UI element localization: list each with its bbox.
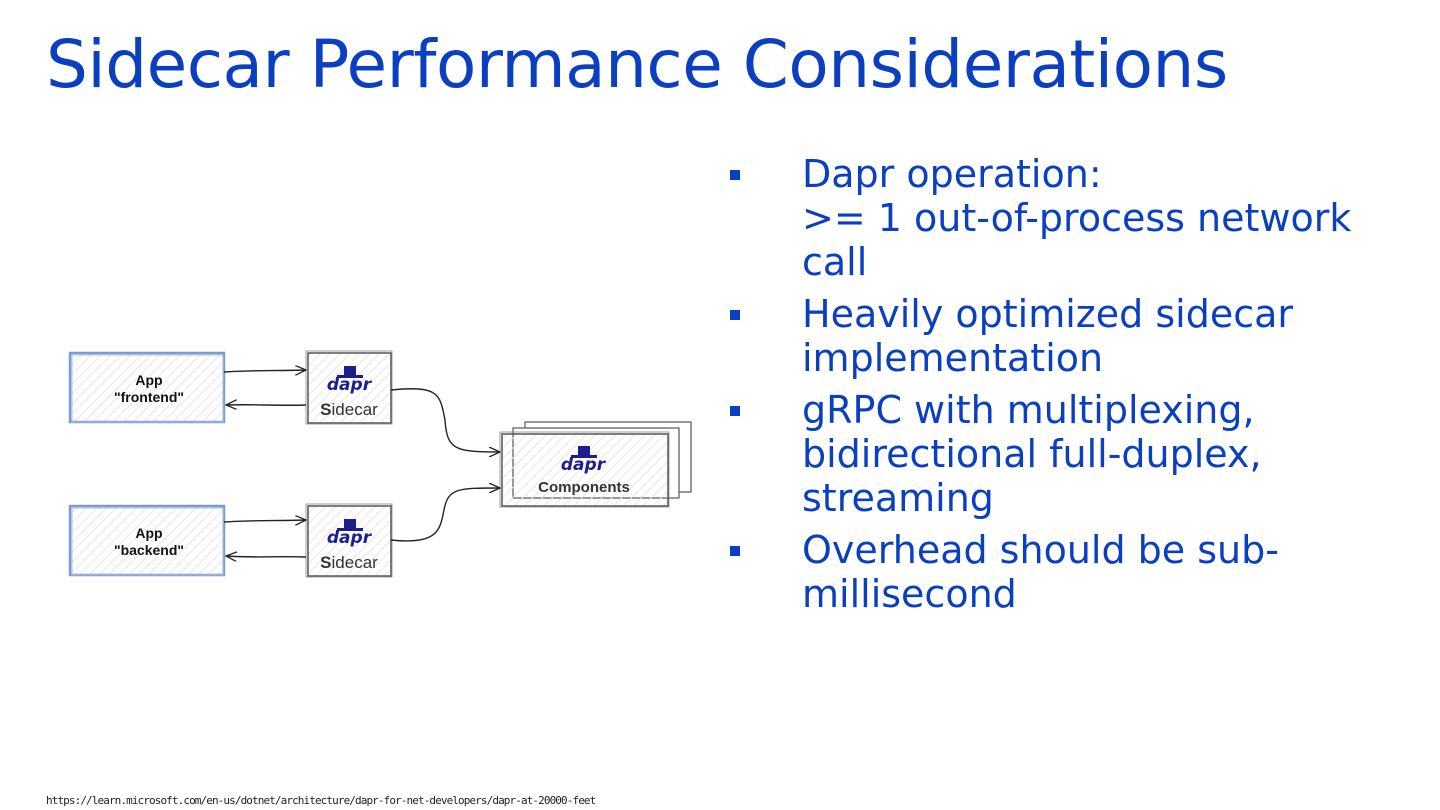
slide-title: Sidecar Performance Considerations [46,26,1228,103]
sidecar-frontend-box: dapr Sidecar [305,350,393,425]
bullet-square-icon [730,310,740,320]
architecture-diagram: App "frontend" App "backend" dapr Sideca… [68,350,692,578]
arrow-icon [223,370,306,372]
bullet-item: Dapr operation: >= 1 out-of-process netw… [730,152,1420,284]
bullet-text: implementation [802,336,1104,380]
app-frontend-name: "frontend" [114,389,184,405]
source-link[interactable]: https://learn.microsoft.com/en-us/dotnet… [46,794,596,807]
app-frontend-box: App "frontend" [68,351,226,424]
bullet-text: Dapr operation: [802,152,1102,196]
bullet-item: Heavily optimized sidecar implementation [730,292,1420,380]
svg-text:dapr: dapr [561,455,607,475]
dapr-logo-icon: dapr [561,446,607,475]
components-box: dapr Components [499,421,692,508]
dapr-logo-icon: dapr [327,366,373,395]
bullet-item: Overhead should be sub- millisecond [730,528,1420,616]
bullet-text: >= 1 out-of-process network [802,196,1352,240]
sidecar-frontend-label: Sidecar [320,400,378,419]
app-frontend-label: App [135,372,162,388]
arrow-icon [226,556,307,557]
arrows [223,370,500,557]
arrow-icon [390,488,500,542]
arrow-icon [226,405,307,406]
bullet-square-icon [730,546,740,556]
bullet-square-icon [730,170,740,180]
arrow-icon [223,520,306,522]
svg-text:dapr: dapr [327,528,373,548]
app-backend-label: App [135,525,162,541]
svg-text:dapr: dapr [327,375,373,395]
bullet-text: Overhead should be sub- [802,528,1279,572]
arrow-icon [390,388,500,452]
bullet-text: Heavily optimized sidecar [802,292,1293,336]
bullet-text: call [802,240,868,284]
bullet-text: millisecond [802,572,1017,616]
dapr-logo-icon: dapr [327,519,373,548]
bullet-text: bidirectional full-duplex, [802,432,1262,476]
bullet-text: streaming [802,476,994,520]
sidecar-backend-box: dapr Sidecar [305,503,393,578]
bullet-item: gRPC with multiplexing, bidirectional fu… [730,388,1420,520]
app-backend-name: "backend" [114,542,184,558]
bullet-text: gRPC with multiplexing, [802,388,1255,432]
sidecar-backend-label: Sidecar [320,553,378,572]
bullet-list: Dapr operation: >= 1 out-of-process netw… [730,152,1420,624]
app-backend-box: App "backend" [68,504,226,577]
bullet-square-icon [730,406,740,416]
components-label: Components [538,479,630,496]
